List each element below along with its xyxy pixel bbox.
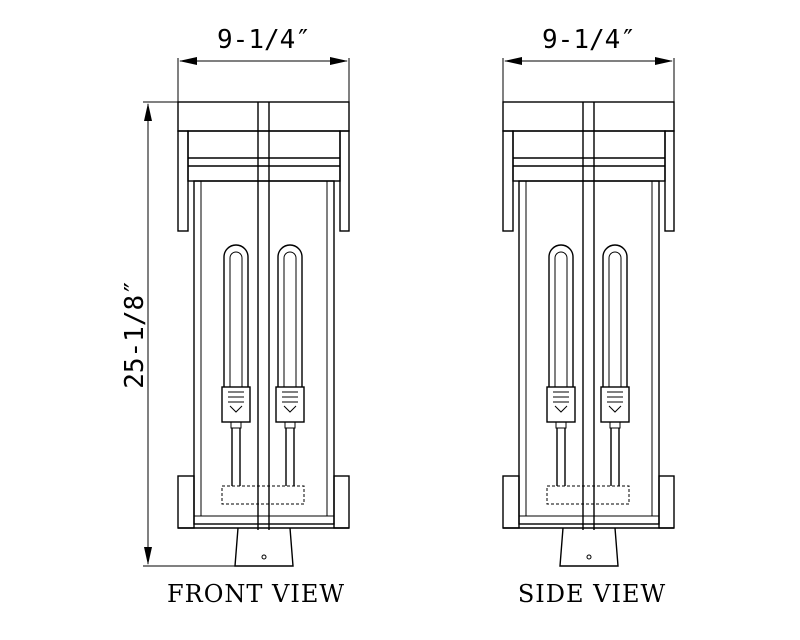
side-width-dimension: 9-1/4″ <box>502 25 675 102</box>
front-view: 9-1/4″ 25-1/8″ <box>120 25 350 608</box>
side-width-label: 9-1/4″ <box>542 25 636 55</box>
front-lantern <box>177 101 350 567</box>
side-left-bulb <box>546 244 576 486</box>
side-view-label: SIDE VIEW <box>518 580 666 608</box>
height-dimension: 25-1/8″ <box>120 101 260 567</box>
front-view-label: FRONT VIEW <box>167 580 345 608</box>
side-view: 9-1/4″ <box>502 25 675 608</box>
height-label: 25-1/8″ <box>120 279 150 389</box>
front-right-bulb <box>275 244 305 486</box>
side-right-bulb <box>600 244 630 486</box>
front-left-bulb <box>221 244 251 486</box>
front-width-dimension: 9-1/4″ <box>177 25 350 102</box>
side-lantern <box>502 101 675 567</box>
front-width-label: 9-1/4″ <box>217 25 311 55</box>
